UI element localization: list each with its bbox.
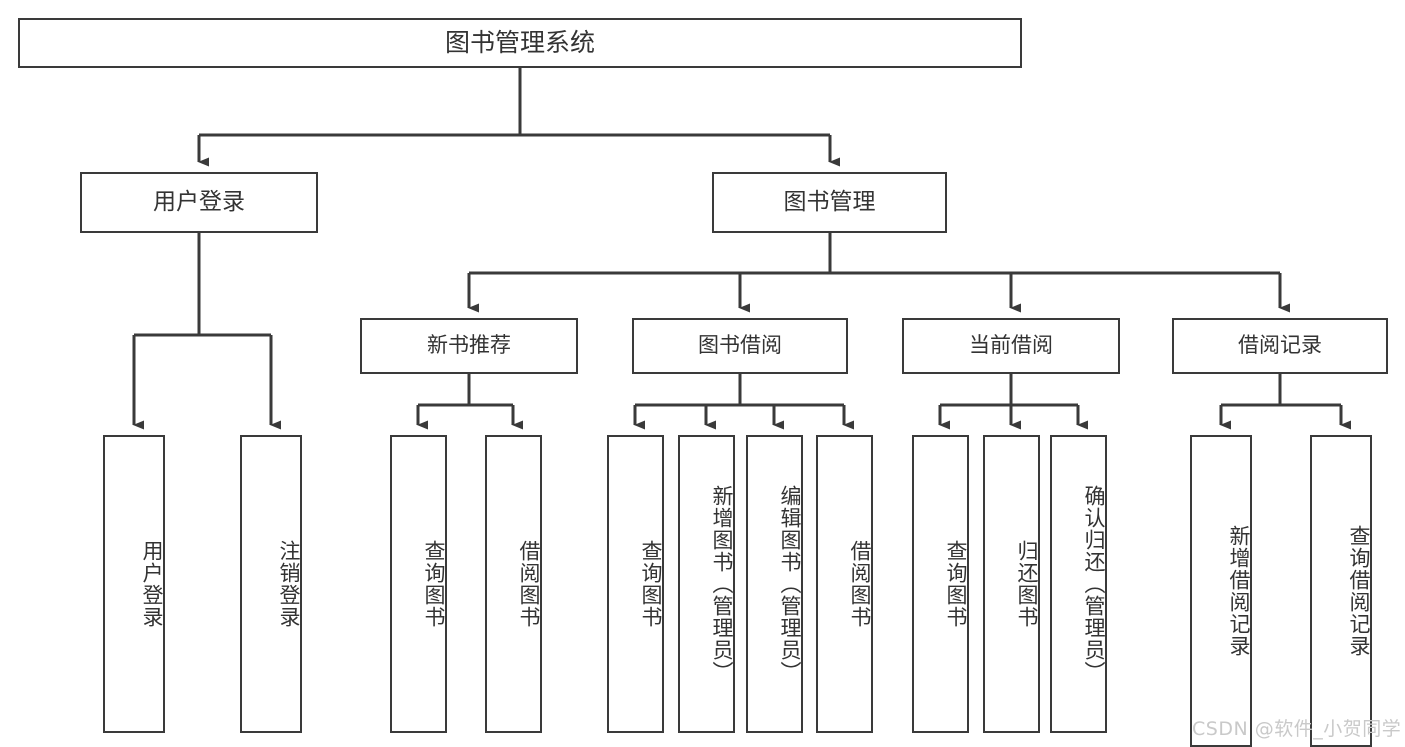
node-book-management-label: 图书管理: [783, 188, 876, 215]
node-new-book-recommendation[interactable]: 新书推荐: [360, 318, 578, 374]
leaf-node[interactable]: 借阅图书: [485, 435, 542, 733]
leaf-node-label: 确认归还（管理员）: [1082, 485, 1106, 683]
node-borrowing-records-label: 借阅记录: [1238, 333, 1322, 358]
leaf-node[interactable]: 确认归还（管理员）: [1050, 435, 1107, 733]
csdn-watermark: CSDN @软件_小贺同学: [1192, 718, 1402, 740]
leaf-node[interactable]: 查询图书: [912, 435, 969, 733]
leaf-node-label: 查询图书: [944, 540, 968, 628]
leaf-node-label: 借阅图书: [848, 540, 872, 628]
leaf-node[interactable]: 注销登录: [240, 435, 302, 733]
node-root[interactable]: 图书管理系统: [18, 18, 1022, 68]
node-current-borrowing[interactable]: 当前借阅: [902, 318, 1120, 374]
node-book-borrowing-label: 图书借阅: [698, 333, 782, 358]
leaf-node[interactable]: 归还图书: [983, 435, 1040, 733]
leaf-node-label: 注销登录: [277, 540, 301, 628]
leaf-node[interactable]: 新增图书（管理员）: [678, 435, 735, 733]
leaf-node-label: 查询图书: [422, 540, 446, 628]
leaf-node[interactable]: 用户登录: [103, 435, 165, 733]
leaf-node-label: 新增图书（管理员）: [710, 485, 734, 683]
leaf-node[interactable]: 查询图书: [390, 435, 447, 733]
leaf-node-label: 编辑图书（管理员）: [778, 485, 802, 683]
node-user-login-label: 用户登录: [153, 188, 245, 215]
node-new-book-recommendation-label: 新书推荐: [427, 333, 511, 358]
leaf-node-label: 归还图书: [1015, 540, 1039, 628]
leaf-node-label: 借阅图书: [517, 540, 541, 628]
node-root-label: 图书管理系统: [444, 28, 595, 57]
leaf-node[interactable]: 查询图书: [607, 435, 664, 733]
leaf-node-label: 查询借阅记录: [1347, 525, 1371, 657]
leaf-node[interactable]: 新增借阅记录: [1190, 435, 1252, 747]
node-book-borrowing[interactable]: 图书借阅: [632, 318, 848, 374]
node-user-login[interactable]: 用户登录: [80, 172, 318, 233]
node-current-borrowing-label: 当前借阅: [969, 333, 1053, 358]
leaf-node[interactable]: 借阅图书: [816, 435, 873, 733]
leaf-node-label: 新增借阅记录: [1227, 525, 1251, 657]
node-book-management[interactable]: 图书管理: [712, 172, 947, 233]
leaf-node[interactable]: 编辑图书（管理员）: [746, 435, 803, 733]
leaf-node[interactable]: 查询借阅记录: [1310, 435, 1372, 747]
leaf-node-label: 用户登录: [140, 540, 164, 628]
node-borrowing-records[interactable]: 借阅记录: [1172, 318, 1388, 374]
leaf-node-label: 查询图书: [639, 540, 663, 628]
